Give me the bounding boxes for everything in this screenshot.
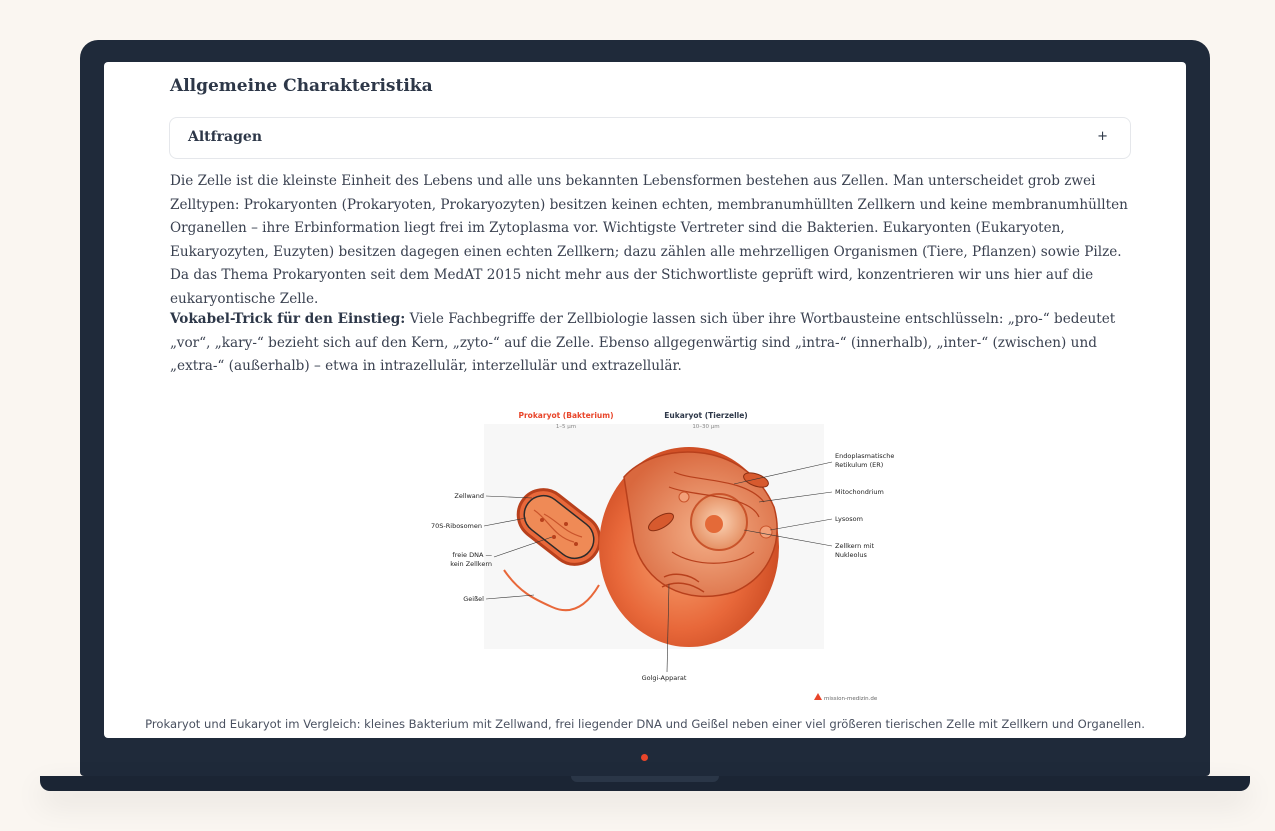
vocab-text: Viele Fachbegriffe der Zellbiologie lass… bbox=[170, 311, 1116, 375]
watermark: mission-medizin.de bbox=[824, 696, 878, 702]
label-zellkern-1: Zellkern mit bbox=[835, 542, 874, 550]
expand-icon[interactable]: + bbox=[1097, 129, 1108, 144]
watermark-logo-icon bbox=[814, 693, 822, 700]
label-lysosom: Lysosom bbox=[835, 515, 863, 523]
section-heading: Allgemeine Charakteristika bbox=[170, 76, 433, 96]
cell-illustration: Prokaryot (Bakterium) 1–5 µm Eukaryot (T… bbox=[431, 411, 898, 702]
label-zellkern-2: Nukleolus bbox=[835, 551, 867, 559]
eukaryote-title: Eukaryot (Tierzelle) bbox=[664, 411, 747, 420]
figure-caption: Prokaryot und Eukaryot im Vergleich: kle… bbox=[145, 717, 1145, 731]
left-leader-lines bbox=[483, 495, 553, 600]
label-er-1: Endoplasmatisches bbox=[835, 452, 894, 460]
screen: Allgemeine Charakteristika Altfragen + D… bbox=[104, 62, 1186, 738]
bacterium-drawing bbox=[503, 488, 602, 612]
vocab-lead: Vokabel-Trick für den Einstieg: bbox=[170, 311, 406, 327]
indicator-dot bbox=[641, 754, 648, 761]
intro-paragraph: Die Zelle ist die kleinste Einheit des L… bbox=[170, 173, 1128, 307]
laptop-hinge bbox=[571, 776, 719, 782]
label-dna-1: freie DNA — bbox=[452, 551, 492, 559]
right-leader-lines bbox=[666, 461, 833, 673]
eukaryote-size: 10–30 µm bbox=[692, 424, 719, 430]
accordion-title: Altfragen bbox=[188, 129, 262, 145]
prokaryote-size: 1–5 µm bbox=[556, 424, 576, 430]
label-geissel: Geißel bbox=[463, 595, 484, 603]
laptop-base bbox=[40, 776, 1250, 791]
label-dna-2: kein Zellkern bbox=[450, 560, 492, 568]
label-zellwand: Zellwand bbox=[454, 492, 484, 500]
cell-comparison-figure: Prokaryot (Bakterium) 1–5 µm Eukaryot (T… bbox=[414, 402, 898, 702]
altfragen-accordion[interactable]: Altfragen + bbox=[169, 117, 1131, 159]
vocab-paragraph: Vokabel-Trick für den Einstieg: Viele Fa… bbox=[170, 308, 1136, 379]
prokaryote-title: Prokaryot (Bakterium) bbox=[518, 411, 613, 420]
label-er-2: Retikulum (ER) bbox=[835, 461, 883, 469]
label-ribosomen: 70S-Ribosomen bbox=[431, 522, 482, 530]
label-mitochondrium: Mitochondrium bbox=[835, 488, 884, 496]
label-golgi: Golgi-Apparat bbox=[642, 674, 687, 682]
animal-cell-drawing bbox=[599, 447, 779, 647]
